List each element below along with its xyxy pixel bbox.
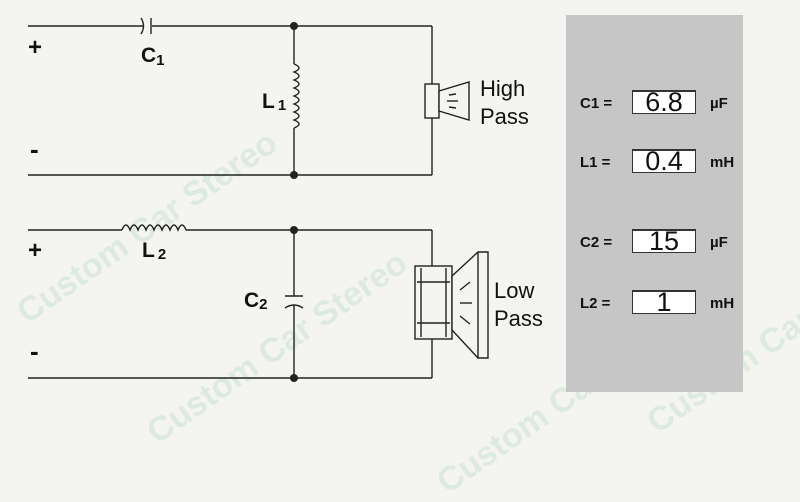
result-row-c1: C1 = 6.8 µF	[566, 86, 743, 120]
l1-value-field[interactable]: 0.4	[632, 148, 696, 175]
label-subscript: 2	[259, 296, 267, 313]
inductor-l2-coil	[121, 224, 187, 232]
label-letter: C	[244, 289, 259, 312]
junction-dot	[290, 22, 298, 30]
high-pass-circuit	[28, 17, 470, 176]
result-row-c2: C2 = 15 µF	[566, 225, 743, 259]
label-subscript: 1	[278, 97, 286, 114]
l1-unit: mH	[710, 154, 735, 171]
high-plus-terminal: +	[28, 34, 42, 61]
label-letter: L	[142, 239, 155, 262]
l1-label: L1 =	[580, 154, 611, 171]
low-plus-terminal: +	[28, 237, 42, 264]
c2-label: C2 =	[580, 234, 613, 251]
junction-dot	[290, 374, 298, 382]
capacitor-c1-label: C1	[141, 44, 165, 69]
c1-label: C1 =	[580, 95, 613, 112]
c1-unit: µF	[710, 95, 728, 112]
l2-unit: mH	[710, 295, 735, 312]
result-row-l1: L1 = 0.4 mH	[566, 145, 743, 179]
label-letter: L	[262, 90, 275, 113]
high-pass-nodes	[290, 22, 298, 179]
capacitor-c2-label: C2	[244, 289, 268, 313]
tweeter-detail	[448, 93, 457, 96]
junction-dot	[290, 171, 298, 179]
inductor-l1-coil	[292, 63, 300, 129]
label-subscript: 2	[158, 246, 166, 263]
woofer-cone	[451, 251, 489, 359]
label-subscript: 1	[156, 52, 164, 69]
low-pass-circuit	[28, 224, 489, 379]
woofer-detail	[459, 315, 471, 325]
capacitor-c1-symbol	[140, 17, 145, 35]
tweeter-detail	[448, 106, 457, 109]
low-minus-terminal: -	[30, 336, 39, 366]
l2-label: L2 =	[580, 295, 611, 312]
label-letter: C	[141, 44, 156, 67]
low-pass-label: Low	[494, 278, 534, 303]
junction-dot	[290, 226, 298, 234]
c1-value-field[interactable]: 6.8	[632, 89, 696, 116]
results-panel: C1 = 6.8 µF L1 = 0.4 mH C2 = 15 µF L2 = …	[566, 15, 743, 392]
high-pass-label: Pass	[480, 104, 529, 129]
high-pass-label: High	[480, 76, 525, 101]
low-pass-nodes	[290, 226, 298, 382]
high-minus-terminal: -	[30, 134, 39, 164]
woofer-detail	[459, 281, 471, 291]
result-row-l2: L2 = 1 mH	[566, 286, 743, 320]
c2-unit: µF	[710, 234, 728, 251]
tweeter-magnet	[424, 83, 440, 119]
low-pass-label: Pass	[494, 306, 543, 331]
c2-value-field[interactable]: 15	[632, 228, 696, 255]
l2-value-field[interactable]: 1	[632, 289, 696, 316]
